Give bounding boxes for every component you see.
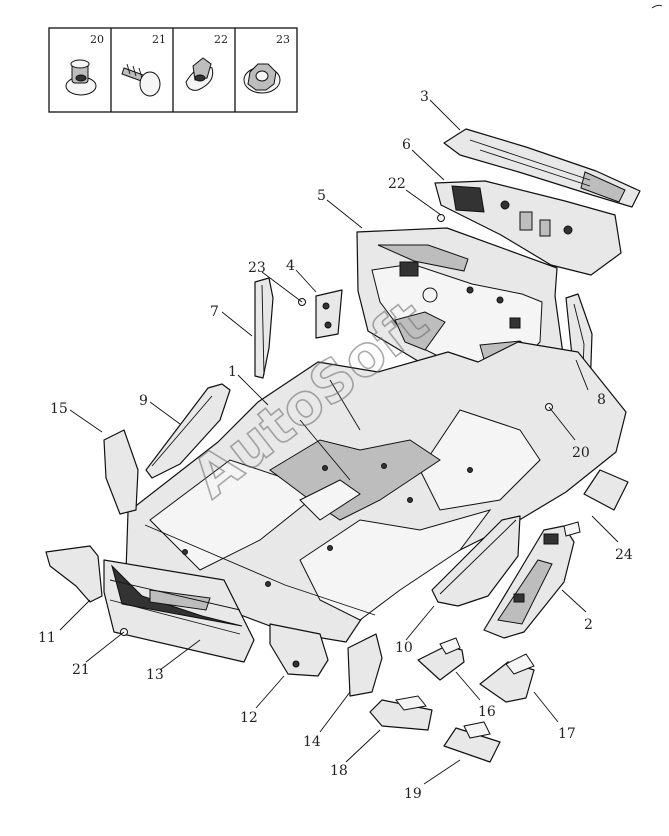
callout-11: 11: [38, 630, 56, 646]
callout-15: 15: [50, 401, 68, 417]
callout-22: 22: [388, 176, 406, 192]
legend-number-23: 23: [276, 33, 290, 46]
part-11-front-trim: [45, 545, 103, 603]
part-16-floor-mat: [417, 637, 465, 681]
clip-22-marker: [437, 214, 445, 222]
legend-number-20: 20: [90, 33, 104, 46]
callout-12: 12: [240, 710, 258, 726]
part-15-kick-panel: [103, 429, 139, 515]
grommet-icon: [185, 57, 214, 91]
callout-3: 3: [420, 89, 429, 105]
callout-14: 14: [303, 734, 321, 750]
callout-21: 21: [72, 662, 90, 678]
leader-lines: [59, 99, 619, 785]
callout-18: 18: [330, 763, 348, 779]
callout-1: 1: [228, 364, 237, 380]
callout-numbers: 3 6 22 5 4 23 7 8 1 9 15 20 24 2 10 11 2…: [38, 89, 633, 802]
callout-20: 20: [572, 445, 590, 461]
christmas-tree-clip-icon: [121, 63, 161, 97]
callout-16: 16: [478, 704, 496, 720]
part-24-pad: [583, 469, 629, 511]
callout-7: 7: [210, 304, 219, 320]
legend-number-21: 21: [152, 33, 166, 46]
part-1-floor-carpet: [125, 341, 627, 643]
part-6-dash-insulator-upper: [434, 180, 622, 276]
callout-10: 10: [395, 640, 413, 656]
part-19-floor-mat: [443, 721, 501, 763]
hex-nut-icon: [243, 63, 281, 94]
callout-6: 6: [402, 137, 411, 153]
part-2-rear-floor-trim: [483, 521, 581, 639]
push-clip-icon: [65, 59, 97, 96]
part-7-pillar-trim: [254, 277, 274, 379]
corner-mark: [651, 4, 663, 9]
callout-23: 23: [248, 260, 266, 276]
callout-9: 9: [139, 393, 148, 409]
legend-number-22: 22: [214, 33, 228, 46]
part-3-cowl-top-panel: [443, 128, 641, 208]
part-14-panel: [347, 633, 383, 697]
part-18-floor-mat: [369, 695, 433, 731]
part-4-bracket: [315, 289, 343, 339]
part-9-sill-trim: [145, 383, 231, 479]
callout-2: 2: [584, 617, 593, 633]
callout-13: 13: [146, 667, 164, 683]
callout-24: 24: [615, 547, 633, 563]
part-17-floor-mat: [479, 653, 535, 703]
part-10-side-trim: [431, 515, 521, 607]
callout-8: 8: [597, 392, 606, 408]
callout-19: 19: [404, 786, 422, 802]
part-12-panel: [269, 623, 329, 677]
callout-4: 4: [286, 258, 295, 274]
callout-17: 17: [558, 726, 576, 742]
callout-5: 5: [317, 188, 326, 204]
part-13-floor-insulator: [103, 559, 255, 663]
legend-box: 20 21 22 23: [48, 27, 298, 113]
